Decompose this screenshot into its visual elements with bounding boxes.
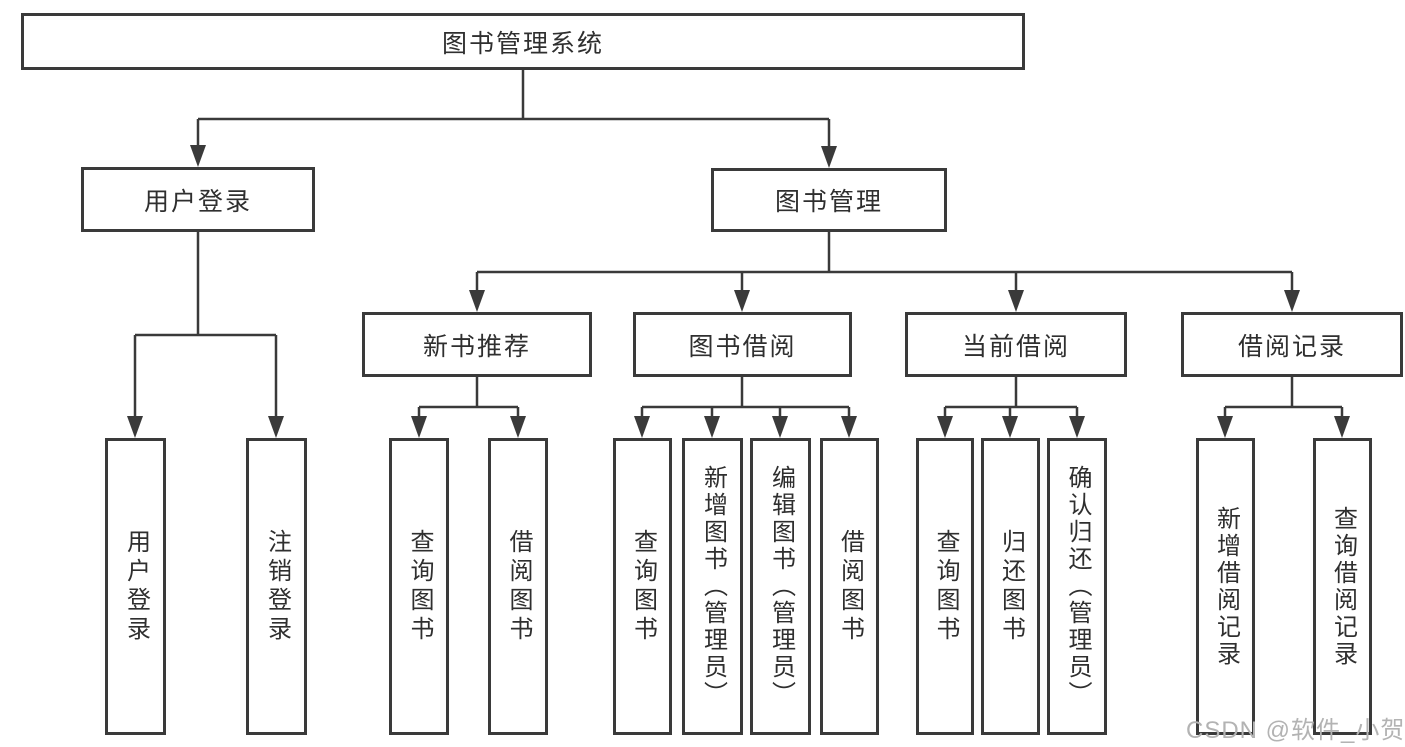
leaf-logout: 注销登录 bbox=[246, 438, 307, 735]
leaf-confirm-return-admin: 确认归还（管理员） bbox=[1047, 438, 1107, 735]
leaf-query-books-current: 查询图书 bbox=[916, 438, 974, 735]
leaf-borrow-books-borrowing: 借阅图书 bbox=[820, 438, 879, 735]
node-new-book-recommendation: 新书推荐 bbox=[362, 312, 592, 377]
leaf-query-books-recommend: 查询图书 bbox=[389, 438, 449, 735]
node-book-management: 图书管理 bbox=[711, 168, 947, 232]
node-book-borrowing: 图书借阅 bbox=[633, 312, 852, 377]
leaf-borrow-books-recommend: 借阅图书 bbox=[488, 438, 548, 735]
leaf-edit-books-admin: 编辑图书（管理员） bbox=[750, 438, 811, 735]
leaf-return-books: 归还图书 bbox=[981, 438, 1040, 735]
watermark: CSDN @软件_小贺同学 bbox=[1186, 717, 1405, 744]
leaf-add-books-admin: 新增图书（管理员） bbox=[682, 438, 743, 735]
node-library-management-system: 图书管理系统 bbox=[21, 13, 1025, 70]
leaf-user-login: 用户登录 bbox=[105, 438, 166, 735]
leaf-query-books-borrowing: 查询图书 bbox=[613, 438, 672, 735]
node-user-login: 用户登录 bbox=[81, 167, 315, 232]
node-current-borrowing: 当前借阅 bbox=[905, 312, 1127, 377]
leaf-query-borrow-record: 查询借阅记录 bbox=[1313, 438, 1372, 735]
leaf-add-borrow-record: 新增借阅记录 bbox=[1196, 438, 1255, 735]
node-borrowing-records: 借阅记录 bbox=[1181, 312, 1403, 377]
